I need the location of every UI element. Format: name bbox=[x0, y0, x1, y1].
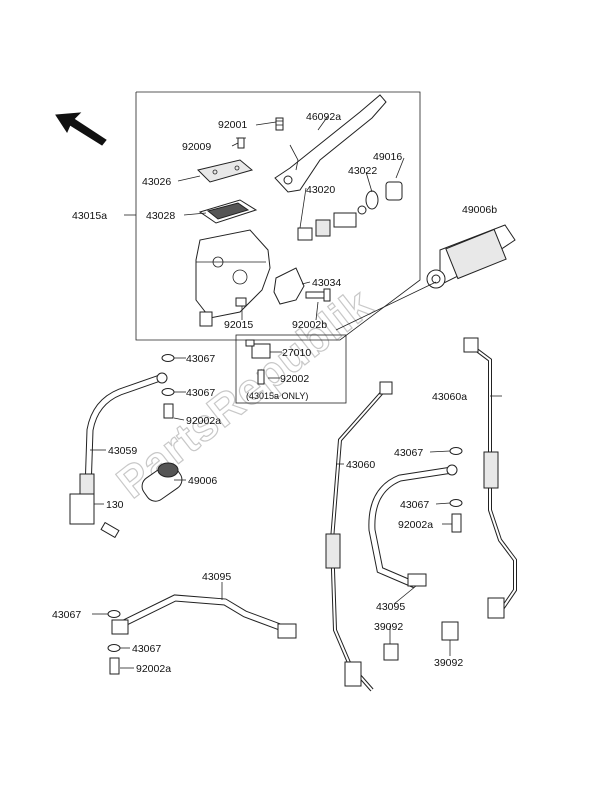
label-43067-e: 43067 bbox=[52, 609, 81, 621]
master-cylinder-body bbox=[195, 229, 271, 327]
washer-43067-f bbox=[107, 644, 121, 652]
label-43028: 43028 bbox=[146, 210, 175, 222]
label-49006b: 49006b bbox=[462, 204, 497, 216]
label-130: 130 bbox=[106, 499, 124, 511]
label-43095-right: 43095 bbox=[376, 601, 405, 613]
label-43034: 43034 bbox=[312, 277, 341, 289]
screw-92002 bbox=[257, 369, 265, 385]
label-43067-d: 43067 bbox=[400, 499, 429, 511]
handlebar-49006b bbox=[335, 224, 516, 331]
cap-43026 bbox=[197, 159, 254, 183]
label-43095-bottom: 43095 bbox=[202, 571, 231, 583]
hose-43095-bottom bbox=[111, 594, 297, 639]
brake-lever-46092a bbox=[274, 94, 387, 193]
bolt-92002a-b bbox=[451, 513, 462, 533]
label-43067-b: 43067 bbox=[186, 387, 215, 399]
label-27010: 27010 bbox=[282, 347, 311, 359]
bolt-92002a-a bbox=[163, 403, 174, 419]
switch-inset-box bbox=[235, 334, 347, 404]
label-92001: 92001 bbox=[218, 119, 247, 131]
cable-43060a bbox=[463, 337, 517, 619]
label-92002b: 92002b bbox=[292, 319, 327, 331]
label-43067-c: 43067 bbox=[394, 447, 423, 459]
washer-43067-b bbox=[161, 388, 175, 396]
hose-43095-right bbox=[368, 464, 458, 589]
label-92015: 92015 bbox=[224, 319, 253, 331]
label-92002a-b: 92002a bbox=[398, 519, 433, 531]
leader-lines bbox=[90, 115, 502, 669]
label-46092a: 46092a bbox=[306, 111, 341, 123]
clip-39092-a bbox=[383, 643, 399, 661]
boot-43022 bbox=[365, 190, 379, 210]
master-cylinder-frame bbox=[135, 91, 421, 341]
label-43022: 43022 bbox=[348, 165, 377, 177]
label-39092-a: 39092 bbox=[374, 621, 403, 633]
plug-49016 bbox=[385, 181, 403, 201]
piston-kit-43020 bbox=[297, 205, 367, 241]
diaphragm-43028 bbox=[198, 199, 258, 224]
clip-39092-b bbox=[441, 621, 459, 641]
label-39092-b: 39092 bbox=[434, 657, 463, 669]
svg-text:PartsRepublik: PartsRepublik bbox=[108, 279, 382, 508]
watermark: PartsRepublik bbox=[107, 279, 382, 509]
label-43067-f: 43067 bbox=[132, 643, 161, 655]
direction-arrow bbox=[55, 112, 107, 146]
washer-43067-c bbox=[449, 447, 463, 455]
label-43026: 43026 bbox=[142, 176, 171, 188]
washer-43067-a bbox=[161, 354, 175, 362]
label-92002: 92002 bbox=[280, 373, 309, 385]
grip-49006 bbox=[141, 462, 183, 502]
switch-27010 bbox=[245, 339, 271, 359]
clamp-43034 bbox=[273, 267, 305, 305]
label-92009: 92009 bbox=[182, 141, 211, 153]
hose-43059 bbox=[69, 372, 168, 525]
washer-43067-e bbox=[107, 610, 121, 618]
label-43060a: 43060a bbox=[432, 391, 467, 403]
bolt-130 bbox=[100, 521, 120, 539]
bolt-92002a-c bbox=[109, 657, 120, 675]
label-43060: 43060 bbox=[346, 459, 375, 471]
label-43067-a: 43067 bbox=[186, 353, 215, 365]
label-43015a: 43015a bbox=[72, 210, 107, 222]
washer-43067-d bbox=[449, 499, 463, 507]
label-43059: 43059 bbox=[108, 445, 137, 457]
label-43020: 43020 bbox=[306, 184, 335, 196]
cable-43060 bbox=[325, 381, 393, 692]
label-92002a-a: 92002a bbox=[186, 415, 221, 427]
screw-92001 bbox=[275, 117, 284, 131]
label-49006: 49006 bbox=[188, 475, 217, 487]
label-43015a-only: (43015a ONLY) bbox=[246, 391, 308, 401]
washer-92015 bbox=[235, 297, 247, 307]
label-92002a-c: 92002a bbox=[136, 663, 171, 675]
bolt-92002b bbox=[305, 288, 331, 302]
label-49016: 49016 bbox=[373, 151, 402, 163]
